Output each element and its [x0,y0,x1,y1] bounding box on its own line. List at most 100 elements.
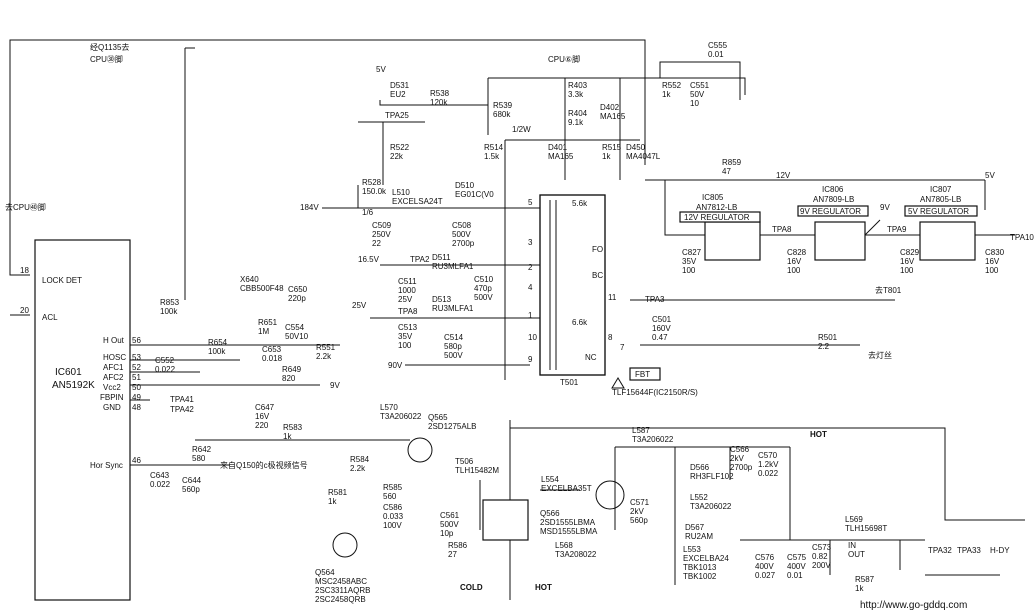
component-label-d401: D401 [548,143,568,152]
component-label-l568: L568 [555,541,573,550]
fbt-ref: T501 [560,378,579,387]
component-label-c570: C570 [758,451,778,460]
component-label-c570: 1.2kV [758,460,779,469]
component-label-c561: 500V [440,520,459,529]
component-label-r859: R859 [722,158,742,167]
driver-stage [332,437,625,558]
fbt-pin: 9 [528,355,533,364]
component-label-c827: 100 [682,266,696,275]
component-label-r654: 100k [208,347,226,356]
component-label-l510: EXCELSA24T [392,197,443,206]
component-label-c586: 0.033 [383,512,404,521]
component-label-r515: R515 [602,143,622,152]
component-label-c551: 50V [690,90,705,99]
component-label-d513: RU3MLFA1 [432,304,474,313]
rail: 5V [376,65,386,74]
component-label-l553: TBK1013 [683,563,717,572]
component-label-c511: 1000 [398,286,416,295]
component-label-l552: T3A206022 [690,502,732,511]
component-label-r581: R581 [328,488,348,497]
component-label-r585: 560 [383,492,397,501]
component-label-c650: C650 [288,285,308,294]
component-label-r404: R404 [568,109,588,118]
component-label-r651: R651 [258,318,278,327]
component-label-r651: 1M [258,327,269,336]
tpa: TPA32 [928,546,952,555]
component-label-c576: 400V [755,562,774,571]
tpa: TPA8 [398,307,418,316]
component-label-l570: T3A206022 [380,412,422,421]
tpa: TPA42 [170,405,194,414]
component-label-inout: IN [848,541,856,550]
note-to-q1135: 经Q1135去 [90,42,129,52]
component-label-r404: 9.1k [568,118,584,127]
component-label-c643: C643 [150,471,170,480]
component-label-c571: 2kV [630,507,644,516]
component-label-l587: T3A206022 [632,435,674,444]
reg-ref: IC806 [822,185,844,194]
pin-num: 56 [132,336,141,345]
component-label-t506: T506 [455,457,474,466]
fbt-pin: 1 [528,311,533,320]
component-label-r583: 1k [283,432,292,441]
fbt-pin: 7 [620,343,625,352]
rail: 90V [388,361,403,370]
component-label-x640: X640 [240,275,259,284]
component-label-c647: 16V [255,412,270,421]
fbt-winding: 6.6k [572,318,588,327]
component-label-l553: TBK1002 [683,572,717,581]
note-hot: HOT [535,583,552,592]
component-label-r585: R585 [383,483,403,492]
component-label-c555: 0.01 [708,50,724,59]
component-label-r514: R514 [484,143,504,152]
component-label-q566: 2SD1555LBMA [540,518,596,527]
component-label-d567: D567 [685,523,705,532]
pin-name: AFC2 [103,373,124,382]
tpa: TPA9 [887,225,907,234]
reg-ref: IC805 [702,193,724,202]
pin-num: 52 [132,363,141,372]
component-label-c561: 10p [440,529,454,538]
component-label-r501: 2.2 [818,342,830,351]
component-label-c830: 100 [985,266,999,275]
component-label-r551: 2.2k [316,352,332,361]
component-label-c513: 35V [398,332,413,341]
component-label-l510: L510 [392,188,410,197]
regulators: IC805 AN7812-LB 12V REGULATOR IC806 AN78… [679,185,978,261]
component-label-c573: 200V [812,561,831,570]
component-label-l553: L553 [683,545,701,554]
component-label-c513: 100 [398,341,412,350]
component-label-c650: 220p [288,294,306,303]
component-label-c830: 16V [985,257,1000,266]
reg-ref: IC807 [930,185,952,194]
component-label-l554: EXCELBA35T [541,484,592,493]
fbt-winding: 5.6k [572,199,588,208]
component-label-r853: 100k [160,307,178,316]
component-label-c510: 470p [474,284,492,293]
fbt-t501: 5 3 2 4 1 9 10 11 8 7 5.6k FO BC 6.6k NC… [528,194,698,397]
fbt-pin: 4 [528,283,533,292]
tpa: TPA10 [1010,233,1034,242]
component-label-r514: 1.5k [484,152,500,161]
pin-num: 46 [132,456,141,465]
component-label-c644: C644 [182,476,202,485]
fbt-pin: 3 [528,238,533,247]
component-label-c570: 0.022 [758,469,779,478]
component-label-r587: R587 [855,575,875,584]
component-label-d511: D511 [432,253,451,262]
component-label-c575: C575 [787,553,807,562]
note-hdy: H-DY [990,546,1010,555]
component-label-r528: R528 [362,178,382,187]
component-label-inout: OUT [848,550,865,559]
rail: 25V [352,301,367,310]
rail: 9V [880,203,890,212]
component-label-q564: 2SC2458QRB [315,595,366,604]
component-label-c828: C828 [787,248,807,257]
component-label-c552: C552 [155,356,175,365]
reg-label: 9V REGULATOR [800,207,861,216]
component-label-r649: R649 [282,365,302,374]
component-label-r539: R539 [493,101,513,110]
fbt-winding: FO [592,245,603,254]
component-label-c551: C551 [690,81,710,90]
fbt-pin: 5 [528,198,533,207]
